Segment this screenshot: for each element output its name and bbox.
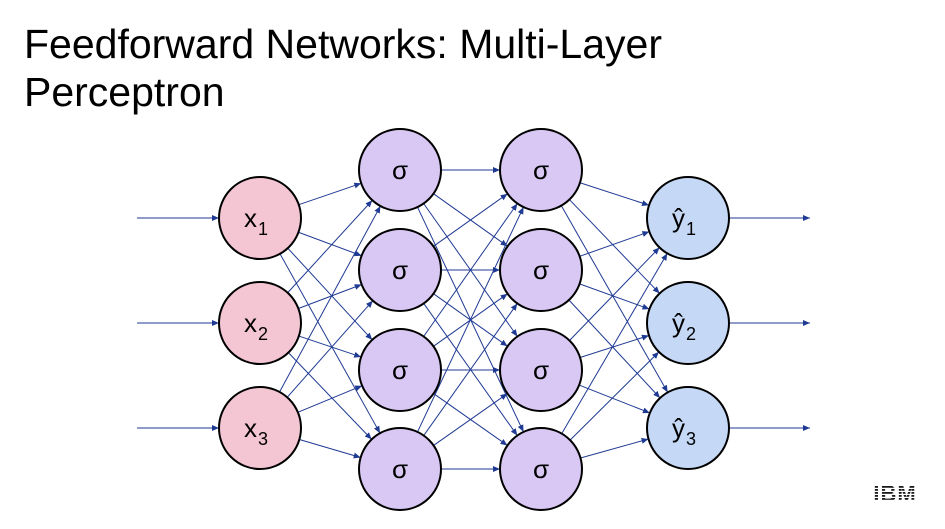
edge-l1-3-1 bbox=[279, 205, 381, 393]
slide-title-line-2: Perceptron bbox=[24, 69, 225, 115]
input-node-2: x2 bbox=[218, 281, 302, 365]
edge-l3-4-2 bbox=[569, 351, 660, 441]
edge-l1-3-3 bbox=[297, 385, 363, 413]
node-label: ŷ1 bbox=[672, 203, 696, 239]
edge-l1-2-4 bbox=[288, 352, 372, 440]
hidden1-node-4: σ bbox=[358, 427, 442, 511]
slide-title-line-1: Feedforward Networks: Multi-Layer bbox=[24, 21, 662, 67]
edge-l3-3-3 bbox=[578, 384, 651, 414]
edge-l3-3-1 bbox=[569, 247, 660, 341]
node-label: x1 bbox=[244, 203, 268, 239]
hidden2-node-2: σ bbox=[499, 228, 583, 312]
hidden1-node-3: σ bbox=[358, 328, 442, 412]
node-circle bbox=[358, 228, 442, 312]
node-label: ŷ2 bbox=[672, 308, 696, 344]
node-label: σ bbox=[533, 454, 549, 484]
node-label: σ bbox=[533, 355, 549, 385]
node-label: x3 bbox=[244, 413, 268, 449]
hidden2-node-4: σ bbox=[499, 427, 583, 511]
edge-l3-1-1 bbox=[579, 182, 650, 206]
output-node-3: ŷ3 bbox=[646, 386, 730, 470]
node-label: σ bbox=[392, 454, 408, 484]
hidden1-node-1: σ bbox=[358, 128, 442, 212]
edge-l1-1-3 bbox=[287, 247, 373, 341]
node-label: σ bbox=[392, 255, 408, 285]
edge-l2-4-1 bbox=[417, 206, 524, 433]
node-label: σ bbox=[533, 255, 549, 285]
edge-l1-2-3 bbox=[298, 335, 362, 358]
ibm-logo: IBM bbox=[873, 481, 916, 506]
edges-group bbox=[137, 167, 810, 472]
input-node-3: x3 bbox=[218, 386, 302, 470]
node-circle bbox=[646, 386, 730, 470]
hidden2-node-3: σ bbox=[499, 328, 583, 412]
node-subscript: 3 bbox=[686, 429, 696, 449]
edge-l1-1-2 bbox=[298, 231, 362, 257]
edge-l3-3-2 bbox=[579, 334, 650, 358]
node-label: σ bbox=[392, 155, 408, 185]
ibm-logo-text: IBM bbox=[873, 481, 916, 506]
edge-l2-3-1 bbox=[423, 203, 518, 337]
edge-l3-2-1 bbox=[579, 231, 650, 257]
node-subscript: 2 bbox=[686, 324, 696, 344]
edge-l1-2-1 bbox=[287, 199, 373, 294]
node-circle bbox=[646, 281, 730, 365]
node-label: x2 bbox=[244, 308, 268, 344]
node-circle bbox=[218, 386, 302, 470]
edge-l3-4-1 bbox=[561, 253, 668, 434]
edge-l1-2-2 bbox=[298, 284, 362, 309]
node-subscript: 1 bbox=[686, 219, 696, 239]
edge-l2-4-3 bbox=[433, 393, 508, 446]
output-node-2: ŷ2 bbox=[646, 281, 730, 365]
nodes-group: x1 x2 x3 σ σ σ σ σ σ σ σ ŷ1 ŷ2 ŷ3 bbox=[218, 128, 730, 511]
node-circle bbox=[218, 281, 302, 365]
output-node-1: ŷ1 bbox=[646, 176, 730, 260]
node-circle bbox=[358, 427, 442, 511]
node-circle bbox=[499, 427, 583, 511]
node-circle bbox=[358, 128, 442, 212]
node-circle bbox=[646, 176, 730, 260]
hidden2-node-1: σ bbox=[499, 128, 583, 212]
edge-l2-4-2 bbox=[423, 303, 518, 436]
node-circle bbox=[499, 228, 583, 312]
edge-l1-1-4 bbox=[279, 253, 381, 434]
node-subscript: 2 bbox=[258, 324, 268, 344]
node-circle bbox=[499, 328, 583, 412]
node-label: σ bbox=[392, 355, 408, 385]
edge-l1-1-1 bbox=[298, 182, 362, 206]
node-circle bbox=[218, 176, 302, 260]
node-label: σ bbox=[533, 155, 549, 185]
node-subscript: 1 bbox=[258, 219, 268, 239]
node-circle bbox=[358, 328, 442, 412]
hidden1-node-2: σ bbox=[358, 228, 442, 312]
edge-l1-3-2 bbox=[286, 300, 374, 398]
node-subscript: 3 bbox=[258, 429, 268, 449]
input-node-1: x1 bbox=[218, 176, 302, 260]
slide-title: Feedforward Networks: Multi-Layer Percep… bbox=[24, 20, 904, 116]
node-circle bbox=[499, 128, 583, 212]
edge-l3-2-3 bbox=[568, 299, 661, 399]
node-label: ŷ3 bbox=[672, 413, 696, 449]
edge-l2-2-1 bbox=[433, 193, 508, 247]
edge-l3-4-3 bbox=[580, 438, 649, 459]
edge-l1-3-4 bbox=[299, 439, 361, 459]
edge-l3-1-2 bbox=[569, 199, 660, 294]
edge-l3-2-2 bbox=[579, 283, 650, 310]
